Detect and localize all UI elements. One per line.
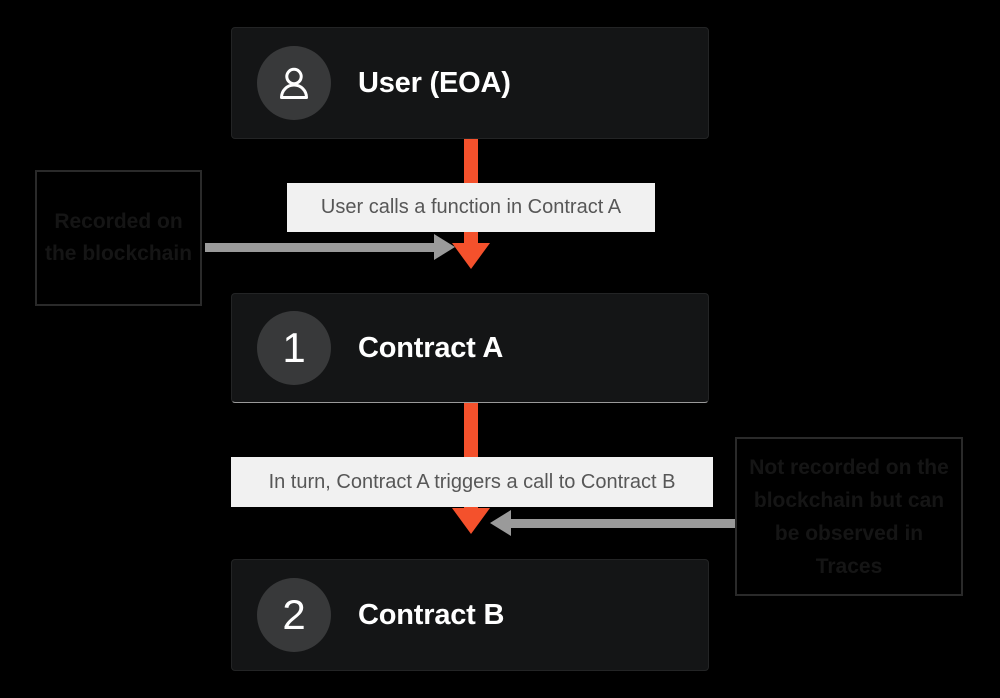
node-user-eoa[interactable]: User (EOA) xyxy=(231,27,709,139)
annotation-not-recorded-on-blockchain: Not recorded on the blockchain but can b… xyxy=(735,437,963,596)
orange-arrowhead-user-to-contract-a xyxy=(452,243,490,269)
pointer-arrow-left xyxy=(205,234,455,260)
node-contract-a[interactable]: 1 Contract A xyxy=(231,293,709,403)
step-number-1: 1 xyxy=(282,324,306,371)
pointer-arrow-left-head xyxy=(434,234,455,260)
node-label-user-eoa: User (EOA) xyxy=(358,66,511,99)
step-badge-2: 2 xyxy=(257,578,331,652)
message-box-contract-a-triggers-call: In turn, Contract A triggers a call to C… xyxy=(231,457,713,507)
pointer-arrow-right xyxy=(490,510,735,536)
orange-arrowhead-contract-a-to-contract-b xyxy=(452,508,490,534)
annotation-recorded-on-blockchain: Recorded on the blockchain xyxy=(35,170,202,306)
pointer-arrow-right-head xyxy=(490,510,511,536)
pointer-arrow-left-shaft xyxy=(205,243,434,252)
node-contract-b[interactable]: 2 Contract B xyxy=(231,559,709,671)
node-label-contract-b: Contract B xyxy=(358,598,505,631)
user-avatar-badge xyxy=(257,46,331,120)
step-number-2: 2 xyxy=(282,591,306,638)
node-label-contract-a: Contract A xyxy=(358,331,504,364)
pointer-arrow-right-shaft xyxy=(511,519,735,528)
message-box-user-calls-function: User calls a function in Contract A xyxy=(287,183,655,232)
step-badge-1: 1 xyxy=(257,311,331,385)
user-icon xyxy=(280,67,308,99)
